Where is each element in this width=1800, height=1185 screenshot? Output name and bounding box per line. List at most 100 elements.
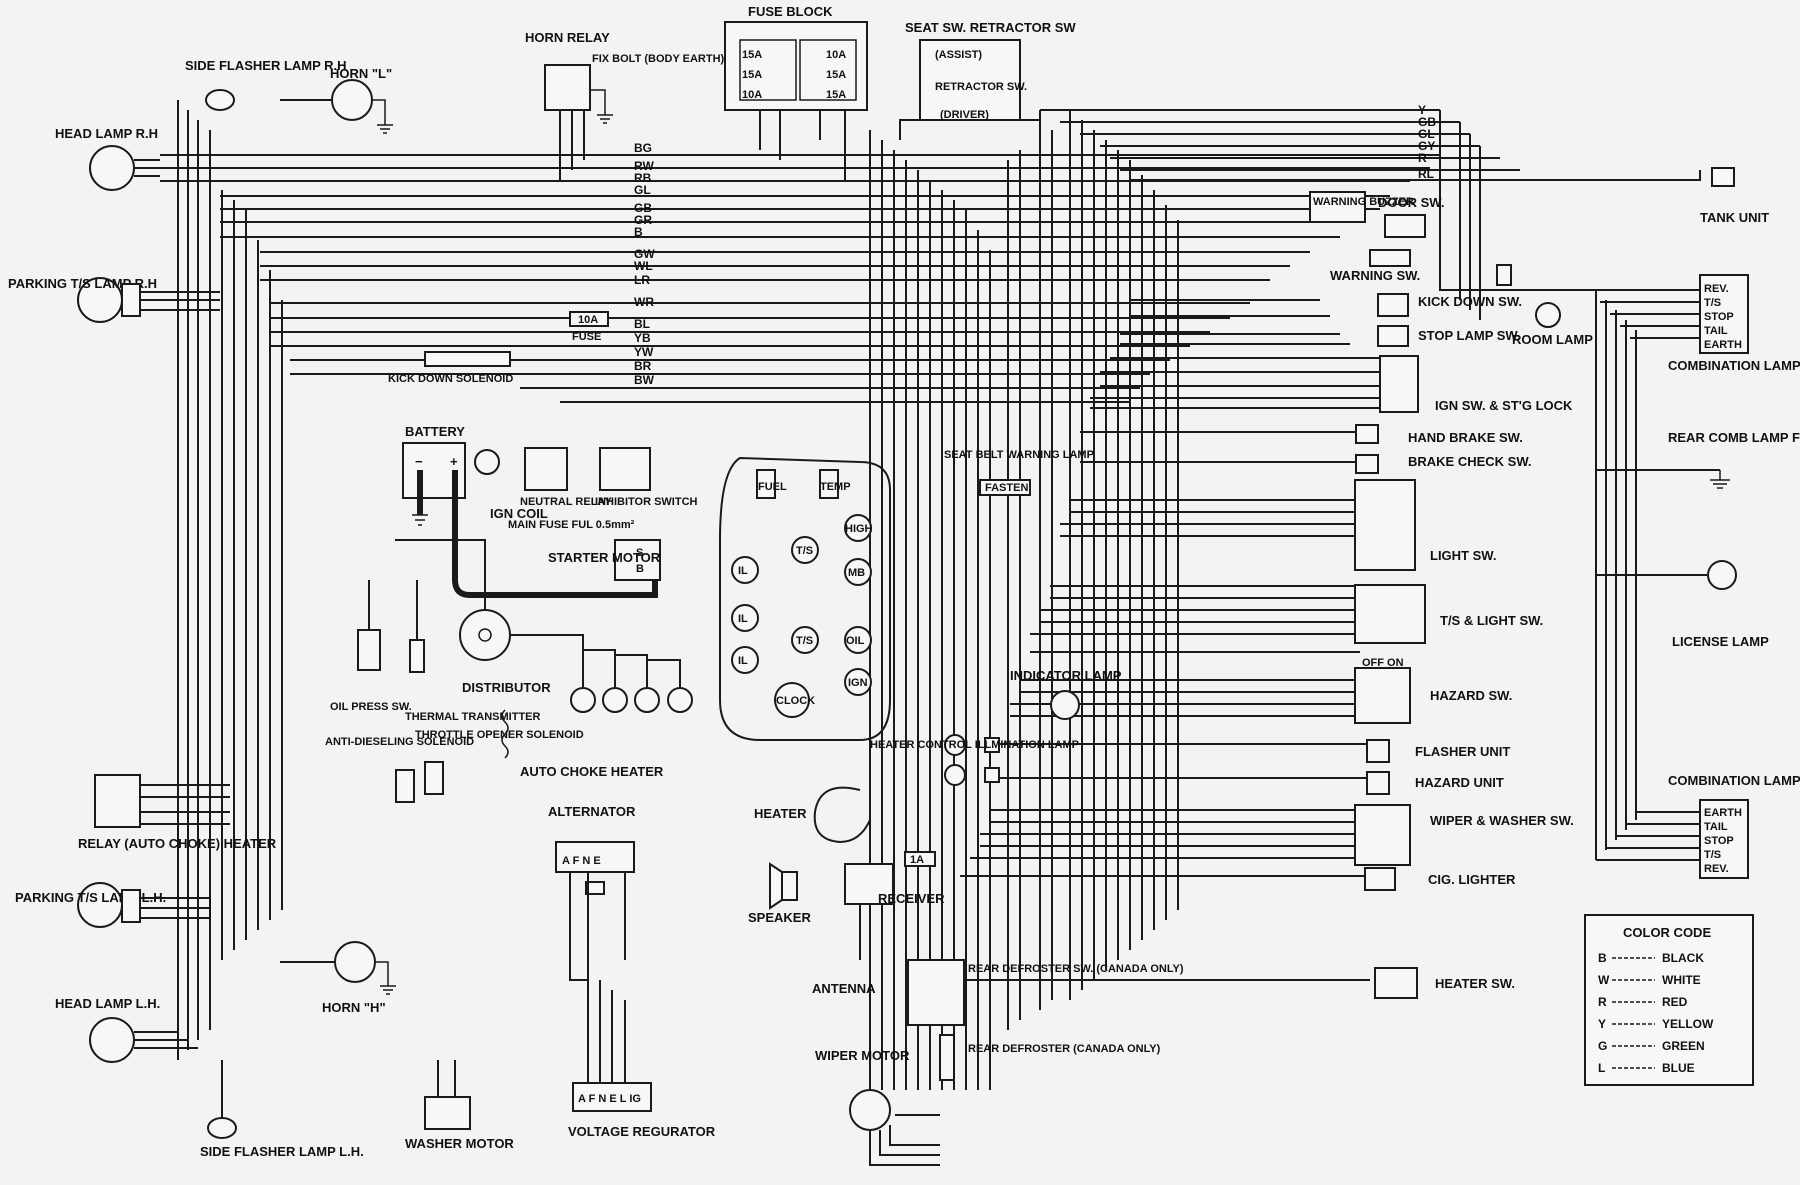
wire-code-r1: GB <box>1418 115 1436 129</box>
seat-retractor-switch: SEAT SW. RETRACTOR SW (ASSIST) RETRACTOR… <box>899 20 1076 140</box>
gauge-fuel: FUEL <box>758 481 787 493</box>
horn-relay-label: HORN RELAY <box>525 30 610 45</box>
comb-lh-t0: EARTH <box>1704 807 1742 819</box>
heater-control-lamp: HEATER CONTROL ILLMINATION LAMP <box>870 734 1079 786</box>
svg-text:−: − <box>415 454 423 469</box>
gauge-ts-1: T/S <box>796 545 813 557</box>
svg-text:YELLOW: YELLOW <box>1662 1017 1714 1031</box>
gauge-clock: CLOCK <box>776 695 815 707</box>
oil-press-sw: OIL PRESS SW. <box>330 580 412 713</box>
wire-code-l11: BL <box>634 317 650 331</box>
head-lamp-lh: HEAD LAMP L.H. <box>55 996 198 1063</box>
inhibitor-switch: INHIBITOR SWITCH <box>595 447 698 508</box>
gauge-mb: MB <box>848 567 865 579</box>
comb-rh-t3: TAIL <box>1704 325 1728 337</box>
kick-down-solenoid-label: KICK DOWN SOLENOID <box>388 373 513 385</box>
flasher-unit: FLASHER UNIT <box>1366 739 1510 763</box>
driver-label: (DRIVER) <box>940 109 989 121</box>
off-on-label: OFF ON <box>1362 657 1404 669</box>
svg-text:G: G <box>1598 1039 1607 1053</box>
wire-code-l1: RW <box>634 159 654 173</box>
alternator-label: ALTERNATOR <box>548 804 636 819</box>
side-flasher-lh-label: SIDE FLASHER LAMP L.H. <box>200 1144 364 1159</box>
comb-lh-t1: TAIL <box>1704 821 1728 833</box>
legend-entry: R RED <box>1598 995 1688 1009</box>
washer-motor-label: WASHER MOTOR <box>405 1136 514 1151</box>
relay-auto-choke-label: RELAY (AUTO CHOKE) HEATER <box>78 836 277 851</box>
harness-left-trunk <box>177 100 283 1060</box>
thermal-transmitter-label: THERMAL TRANSMITTER <box>405 711 541 723</box>
comb-rh-t4: EARTH <box>1704 339 1742 351</box>
fuse-block: 15A 15A 10A 10A 15A 15A FUSE BLOCK <box>724 4 868 180</box>
rear-comb-fix-bolt-label: REAR COMB LAMP FIX BOLT <box>1668 430 1800 445</box>
door-sw: DOOR SW. <box>1378 195 1444 238</box>
heater-sw-label: HEATER SW. <box>1435 976 1515 991</box>
horn-h-label: HORN "H" <box>322 1000 386 1015</box>
wire-code-r0: Y <box>1418 103 1426 117</box>
relay-auto-choke: RELAY (AUTO CHOKE) HEATER <box>78 774 277 851</box>
svg-text:+: + <box>450 454 458 469</box>
svg-text:BLACK: BLACK <box>1662 951 1704 965</box>
inhibitor-switch-label: INHIBITOR SWITCH <box>595 496 698 508</box>
rear-defroster-label: REAR DEFROSTER (CANADA ONLY) <box>968 1043 1161 1055</box>
gauge-il-1: IL <box>738 565 748 577</box>
ts-light-sw-label: T/S & LIGHT SW. <box>1440 613 1543 628</box>
brake-check-sw: BRAKE CHECK SW. <box>1355 454 1532 474</box>
combination-lh-label: COMBINATION LAMP L.H. <box>1668 773 1800 788</box>
harness-right-trunk <box>1007 110 1179 1030</box>
harness-right-horizontal <box>950 109 1540 981</box>
comb-lh-t3: T/S <box>1704 849 1721 861</box>
horn-l: HORN "L" <box>280 66 393 134</box>
starter-motor: S B STARTER MOTOR <box>548 539 661 581</box>
hazard-unit: HAZARD UNIT <box>1366 771 1504 795</box>
svg-text:R: R <box>1598 995 1607 1009</box>
wire-code-l3: GL <box>634 183 651 197</box>
hand-brake-sw: HAND BRAKE SW. <box>1355 424 1523 445</box>
heater-motor: HEATER <box>754 786 871 844</box>
fuse-0: 15A <box>742 49 762 61</box>
cig-lighter-label: CIG. LIGHTER <box>1428 872 1516 887</box>
horn-l-label: HORN "L" <box>330 66 392 81</box>
svg-text:S: S <box>636 547 643 559</box>
harness-center-trunk <box>869 130 991 1090</box>
flasher-unit-label: FLASHER UNIT <box>1415 744 1510 759</box>
svg-text:GREEN: GREEN <box>1662 1039 1705 1053</box>
stop-lamp-sw-label: STOP LAMP SW. <box>1418 328 1521 343</box>
wire-code-r3: GY <box>1418 139 1435 153</box>
warning-sw-label: WARNING SW. <box>1330 268 1420 283</box>
anti-dieseling-solenoid: ANTI-DIESELING SOLENOID <box>325 736 474 803</box>
harness-horizontal <box>160 154 1440 403</box>
alternator: ALTERNATOR A F N E <box>548 804 636 981</box>
parking-lamp-rh: PARKING T/S LAMP R.H <box>8 276 220 323</box>
wire-code-l9: LR <box>634 273 650 287</box>
door-sw-label: DOOR SW. <box>1378 195 1444 210</box>
svg-text:Y: Y <box>1598 1017 1606 1031</box>
voltage-regulator-label: VOLTAGE REGURATOR <box>568 1124 716 1139</box>
seat-sw-retractor-label: SEAT SW. RETRACTOR SW <box>905 20 1076 35</box>
hand-brake-sw-label: HAND BRAKE SW. <box>1408 430 1523 445</box>
heater-label: HEATER <box>754 806 807 821</box>
radio: 1A RECEIVER SPEAKER ANTENNA <box>748 851 945 996</box>
room-lamp-label: ROOM LAMP <box>1512 332 1593 347</box>
assist-label: (ASSIST) <box>935 49 982 61</box>
cig-lighter: CIG. LIGHTER <box>1364 867 1516 891</box>
fuse-4: 15A <box>826 69 846 81</box>
head-lamp-rh: HEAD LAMP R.H <box>55 126 160 191</box>
warning-buzzer-label: WARNING BUZZER <box>1313 196 1414 208</box>
distributor: DISTRIBUTOR <box>395 539 693 713</box>
head-lamp-lh-label: HEAD LAMP L.H. <box>55 996 160 1011</box>
wire-code-l10: WR <box>634 295 654 309</box>
warning-buzzer: WARNING BUZZER <box>1309 191 1414 223</box>
instrument-cluster: FUEL TEMP IL IL IL T/S T/S HIGH MB OIL I… <box>719 456 891 741</box>
fuse-2: 10A <box>742 89 762 101</box>
wire-code-l6: B <box>634 225 643 239</box>
wiper-motor: WIPER MOTOR <box>815 1048 940 1166</box>
horn-h: HORN "H" <box>280 941 396 1015</box>
kick-down-sw-label: KICK DOWN SW. <box>1418 294 1522 309</box>
svg-text:WHITE: WHITE <box>1662 973 1701 987</box>
ign-sw-label: IGN SW. & ST'G LOCK <box>1435 398 1573 413</box>
fuse-label: FUSE <box>572 331 601 343</box>
antenna-label: ANTENNA <box>812 981 876 996</box>
kick-down-solenoid: KICK DOWN SOLENOID <box>388 351 513 385</box>
